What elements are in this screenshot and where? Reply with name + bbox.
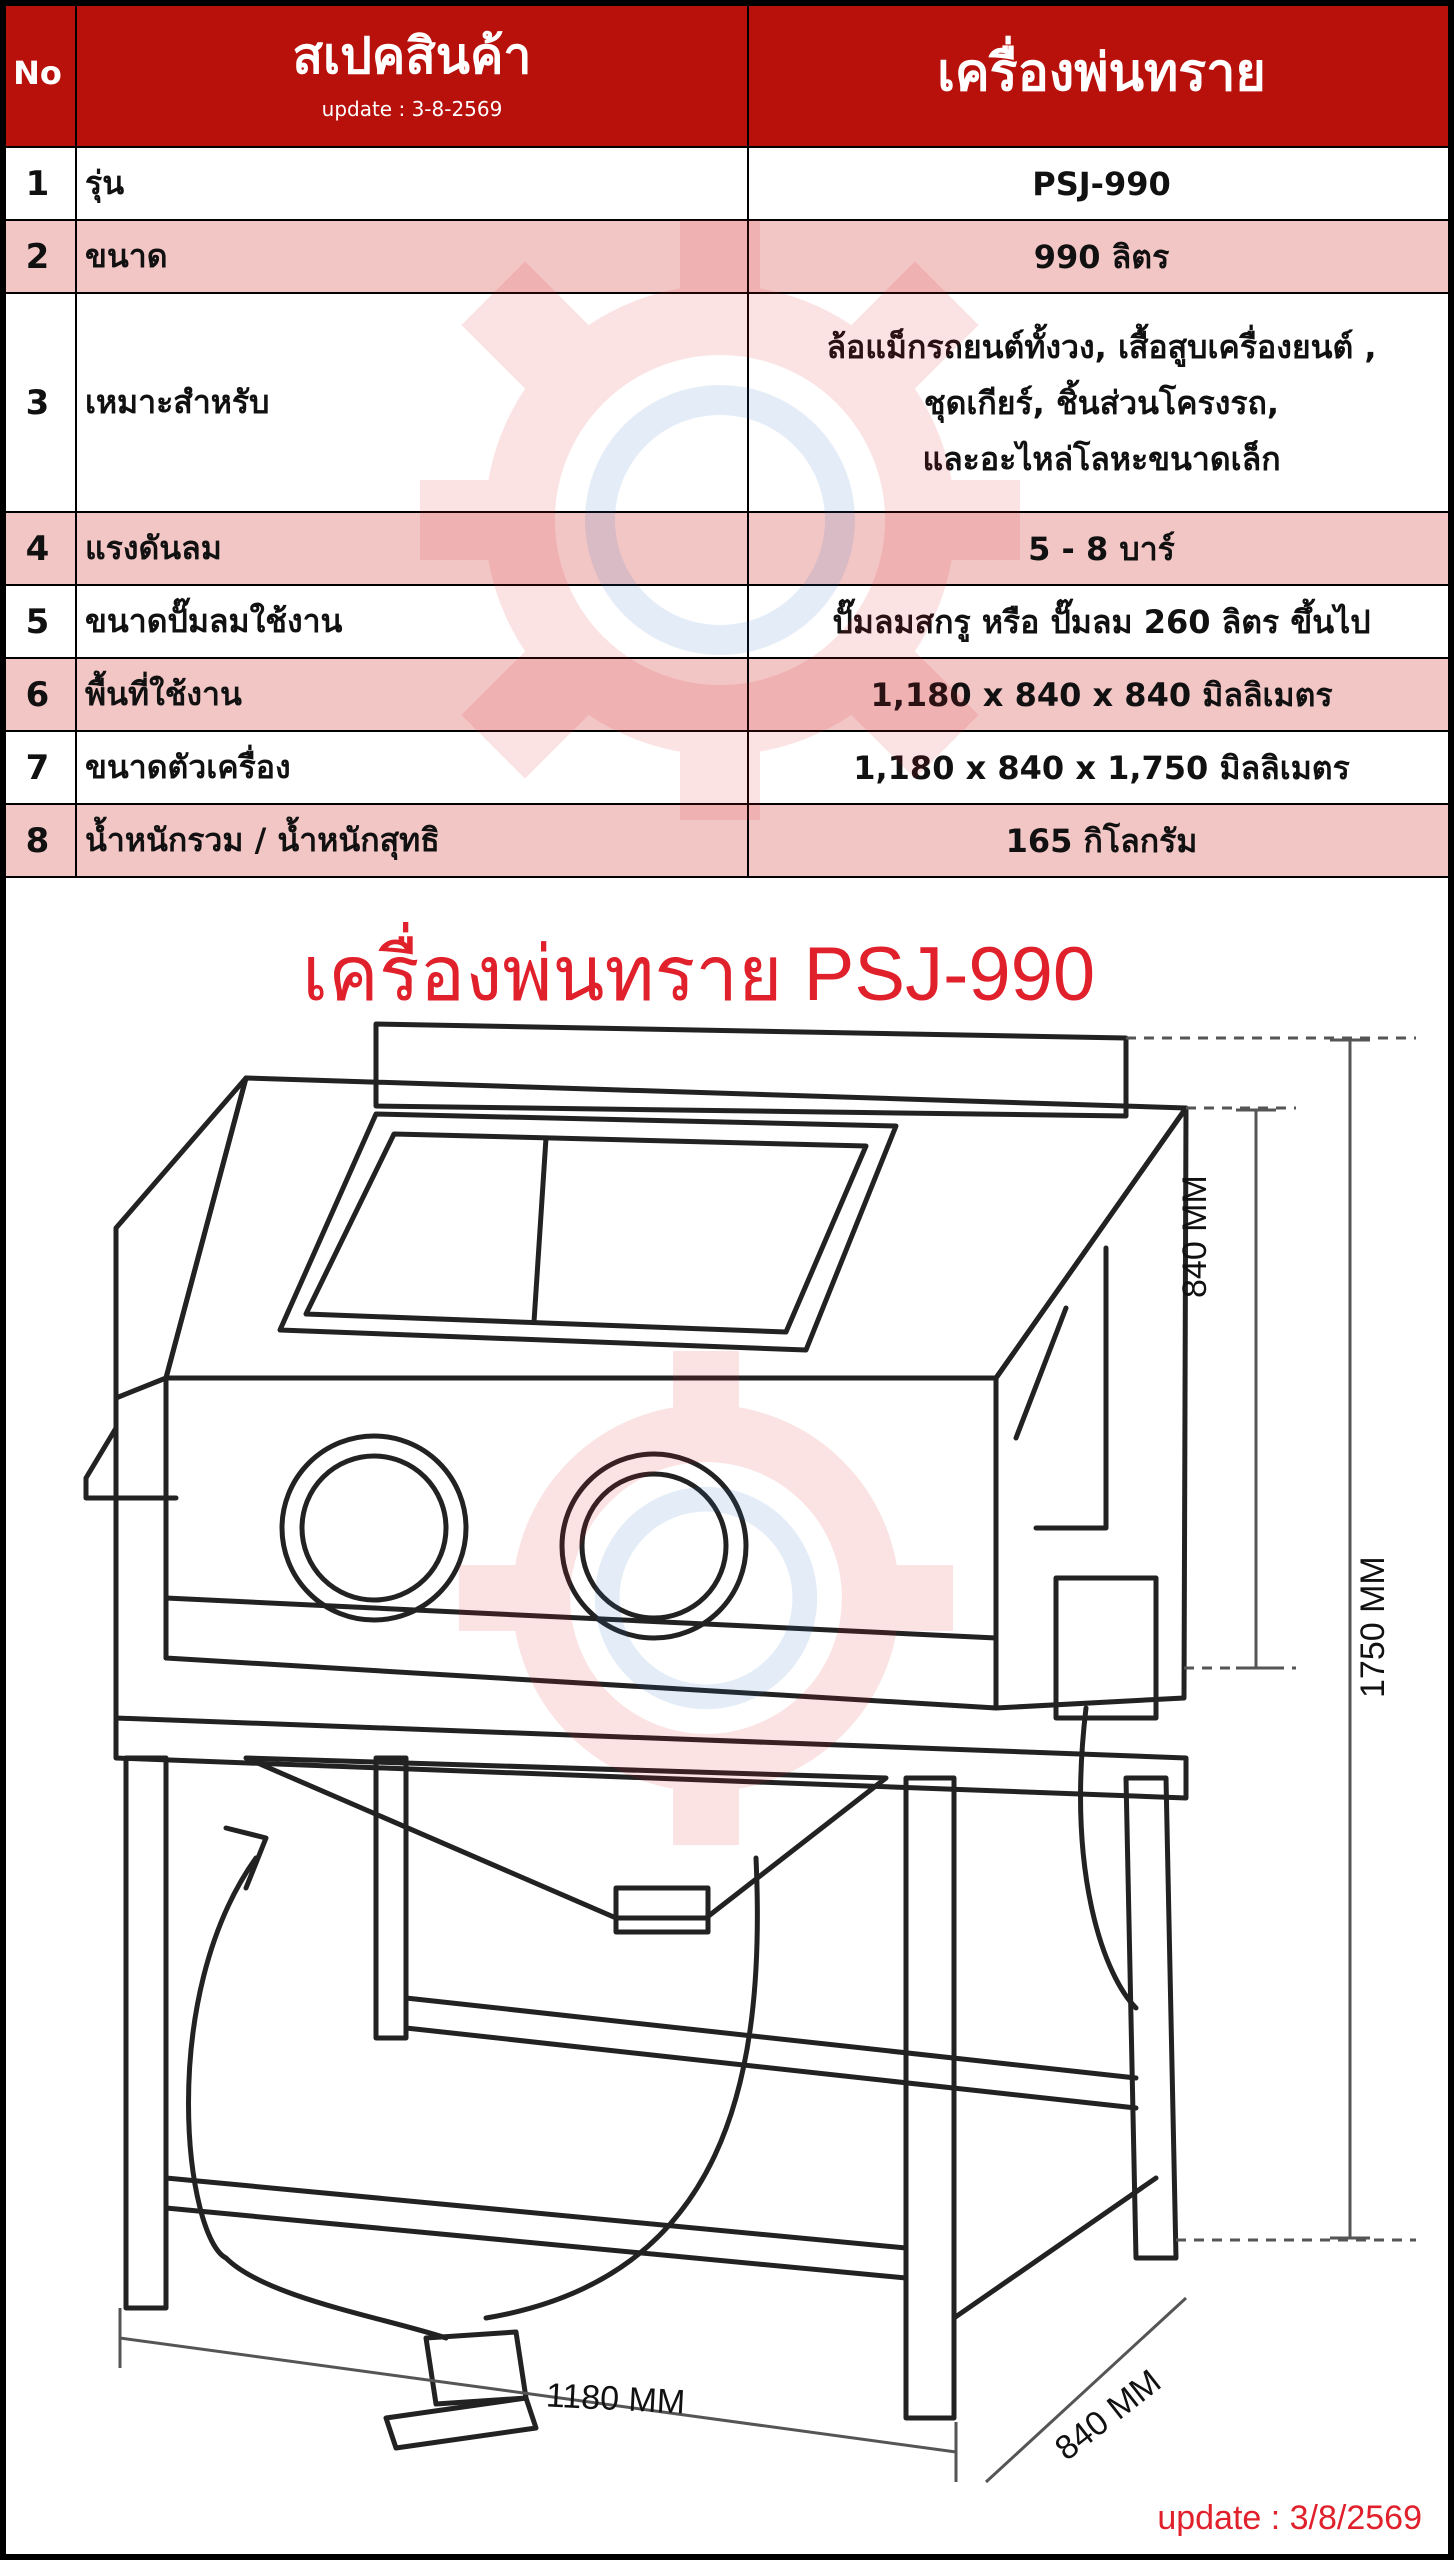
row-number: 2 — [0, 221, 77, 292]
table-row: 4 แรงดันลม 5 - 8 บาร์ — [0, 513, 1454, 586]
sandblaster-drawing — [83, 1021, 1416, 2484]
table-row: 2 ขนาด 990 ลิตร — [0, 221, 1454, 294]
row-number: 3 — [0, 294, 77, 511]
row-spec: แรงดันลม — [77, 513, 749, 584]
row-spec: ขนาดตัวเครื่อง — [77, 732, 749, 803]
row-value: ปั๊มลมสกรู หรือ ปั๊มลม 260 ลิตร ขึ้นไป — [832, 602, 1371, 641]
table-header: No สเปคสินค้า update : 3-8-2569 เครื่องพ… — [0, 0, 1454, 148]
row-value: ล้อแม็กรถยนต์ทั้งวง, เสื้อสูบเครื่องยนต์… — [749, 294, 1454, 511]
header-no: No — [0, 0, 77, 146]
row-spec: เหมาะสำหรับ — [77, 294, 749, 511]
row-number: 8 — [0, 805, 77, 876]
footer-update-date: update : 3/8/2569 — [1157, 2499, 1422, 2537]
table-row: 3 เหมาะสำหรับ ล้อแม็กรถยนต์ทั้งวง, เสื้อ… — [0, 294, 1454, 513]
row-value: 5 - 8 บาร์ — [1028, 529, 1175, 568]
row-value-line: ชุดเกียร์, ชิ้นส่วนโครงรถ, — [923, 383, 1280, 422]
row-number: 7 — [0, 732, 77, 803]
row-number: 6 — [0, 659, 77, 730]
row-value: 165 กิโลกรัม — [1005, 821, 1198, 860]
row-spec: พื้นที่ใช้งาน — [77, 659, 749, 730]
table-row: 6 พื้นที่ใช้งาน 1,180 x 840 x 840 มิลลิเ… — [0, 659, 1454, 732]
table-row: 5 ขนาดปั๊มลมใช้งาน ปั๊มลมสกรู หรือ ปั๊มล… — [0, 586, 1454, 659]
row-value: 990 ลิตร — [1033, 237, 1170, 276]
row-number: 4 — [0, 513, 77, 584]
header-spec: สเปคสินค้า update : 3-8-2569 — [77, 0, 749, 146]
header-product-title: เครื่องพ่นทราย — [937, 43, 1266, 103]
row-spec: รุ่น — [77, 148, 749, 219]
row-value: PSJ-990 — [1032, 164, 1171, 203]
diagram-title: เครื่องพ่นทราย PSJ-990 — [302, 932, 1096, 1017]
watermark-gear-icon — [420, 220, 1020, 820]
row-value-line: ล้อแม็กรถยนต์ทั้งวง, เสื้อสูบเครื่องยนต์… — [826, 327, 1377, 366]
table-row: 7 ขนาดตัวเครื่อง 1,180 x 840 x 1,750 มิล… — [0, 732, 1454, 805]
row-spec: ขนาด — [77, 221, 749, 292]
row-value: 1,180 x 840 x 1,750 มิลลิเมตร — [853, 748, 1350, 787]
row-value-line: และอะไหล่โลหะขนาดเล็ก — [922, 439, 1281, 478]
header-update-date: update : 3-8-2569 — [321, 97, 503, 121]
table-row: 1 รุ่น PSJ-990 — [0, 148, 1454, 221]
product-diagram: เครื่องพ่นทราย PSJ-990 840 MM 1750 MM 11… — [6, 878, 1448, 2554]
row-value: 1,180 x 840 x 840 มิลลิเมตร — [870, 675, 1333, 714]
watermark-gear-icon — [458, 1350, 954, 1846]
row-spec: น้ำหนักรวม / น้ำหนักสุทธิ — [77, 805, 749, 876]
header-spec-title: สเปคสินค้า — [292, 27, 532, 85]
table-row: 8 น้ำหนักรวม / น้ำหนักสุทธิ 165 กิโลกรัม — [0, 805, 1454, 878]
row-spec: ขนาดปั๊มลมใช้งาน — [77, 586, 749, 657]
row-number: 1 — [0, 148, 77, 219]
row-number: 5 — [0, 586, 77, 657]
